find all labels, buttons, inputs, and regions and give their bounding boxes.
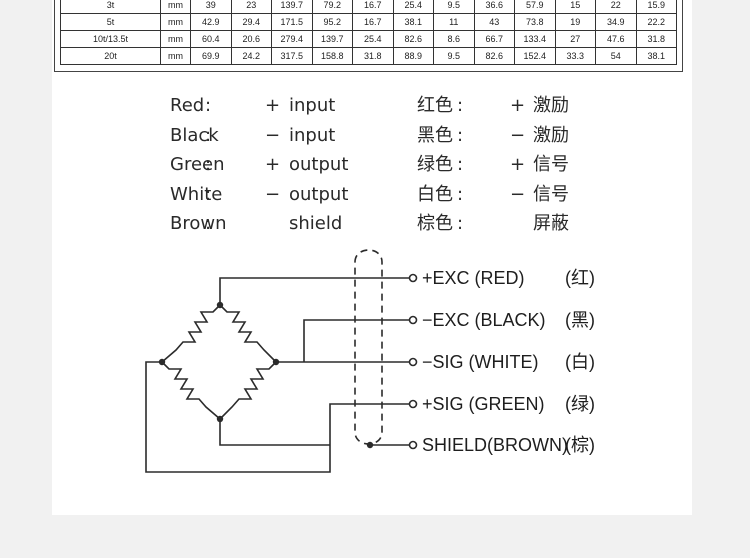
legend-color-en: Brown <box>170 213 227 234</box>
legend-color-zh: 黑色 <box>417 125 453 146</box>
legend-sign: + <box>265 154 281 175</box>
legend-colon-zh: : <box>457 184 464 205</box>
terminal-sig-minus <box>408 357 418 367</box>
wire-exc-plus <box>219 277 410 305</box>
terminal-zh-shield: (棕) <box>565 435 595 455</box>
table-cell-value: 38.1 <box>635 47 677 65</box>
table-cell-unit: mm <box>160 47 191 65</box>
legend-colon-zh: : <box>457 213 464 234</box>
table-cell-value: 82.6 <box>473 47 515 65</box>
terminal-zh-sig-plus: (绿) <box>565 394 595 414</box>
legend-color-zh: 红色 <box>417 95 453 116</box>
legend-colon: : <box>205 125 212 146</box>
bridge-node-bottom <box>216 415 224 423</box>
bridge-resistor-top-right <box>219 304 277 363</box>
terminal-shield <box>408 440 418 450</box>
legend-function-en: input <box>289 95 336 116</box>
legend-function-zh: 信号 <box>533 154 569 175</box>
legend-function-en: output <box>289 184 349 205</box>
legend-sign: − <box>265 184 281 205</box>
legend-colon-zh: : <box>457 154 464 175</box>
legend-color-en: Black <box>170 125 219 146</box>
spec-table-frame <box>54 0 683 72</box>
legend-color-en: Green <box>170 154 225 175</box>
legend-function-en: shield <box>289 213 343 234</box>
legend-colon: : <box>205 184 212 205</box>
terminal-label-exc-minus: −EXC (BLACK) <box>422 310 546 330</box>
legend-color-zh: 白色 <box>417 184 453 205</box>
table-cell-model: 20t <box>60 47 161 65</box>
legend-sign: − <box>265 125 281 146</box>
legend-sign-zh: − <box>510 125 526 146</box>
terminal-label-sig-minus: −SIG (WHITE) <box>422 352 539 372</box>
legend-sign-zh: − <box>510 184 526 205</box>
terminal-label-shield: SHIELD(BROWN) <box>422 435 568 455</box>
terminal-label-exc-plus: +EXC (RED) <box>422 268 525 288</box>
wire-exc-minus <box>303 319 410 362</box>
legend-function-en: input <box>289 125 336 146</box>
legend-color-zh: 棕色 <box>417 213 453 234</box>
wire-bottom-node <box>219 419 330 446</box>
terminal-sig-plus <box>408 399 418 409</box>
legend-function-zh: 信号 <box>533 184 569 205</box>
table-cell-value: 24.2 <box>230 47 272 65</box>
legend-color-en: White <box>170 184 223 205</box>
legend-sign: + <box>265 95 281 116</box>
legend-colon: : <box>205 213 212 234</box>
terminal-exc-plus <box>408 273 418 283</box>
legend-function-en: output <box>289 154 349 175</box>
legend-sign-zh: + <box>510 95 526 116</box>
terminal-zh-exc-minus: (黑) <box>565 310 595 330</box>
bridge-node-left <box>158 358 166 366</box>
cable-shield <box>354 249 383 445</box>
terminal-zh-sig-minus: (白) <box>565 352 595 372</box>
legend-colon: : <box>205 95 212 116</box>
bridge-resistor-bottom-right <box>219 361 277 420</box>
legend-colon-zh: : <box>457 125 464 146</box>
terminal-label-sig-plus: +SIG (GREEN) <box>422 394 545 414</box>
legend-color-zh: 绿色 <box>417 154 453 175</box>
bridge-resistor-top-left <box>161 304 221 363</box>
bridge-resistor-bottom-left <box>161 361 221 420</box>
shield-drain-node <box>366 441 374 449</box>
table-cell-value: 69.9 <box>190 47 232 65</box>
content-card <box>52 0 692 515</box>
legend-color-en: Red <box>170 95 205 116</box>
terminal-zh-exc-plus: (红) <box>565 268 595 288</box>
legend-function-zh: 激励 <box>533 95 569 116</box>
terminal-exc-minus <box>408 315 418 325</box>
wire-sig-plus <box>145 361 410 473</box>
legend-colon-zh: : <box>457 95 464 116</box>
bridge-node-right <box>272 358 280 366</box>
legend-colon: : <box>205 154 212 175</box>
bridge-node-top <box>216 301 224 309</box>
legend-sign-zh: + <box>510 154 526 175</box>
legend-function-zh: 屏蔽 <box>533 213 569 234</box>
legend-function-zh: 激励 <box>533 125 569 146</box>
